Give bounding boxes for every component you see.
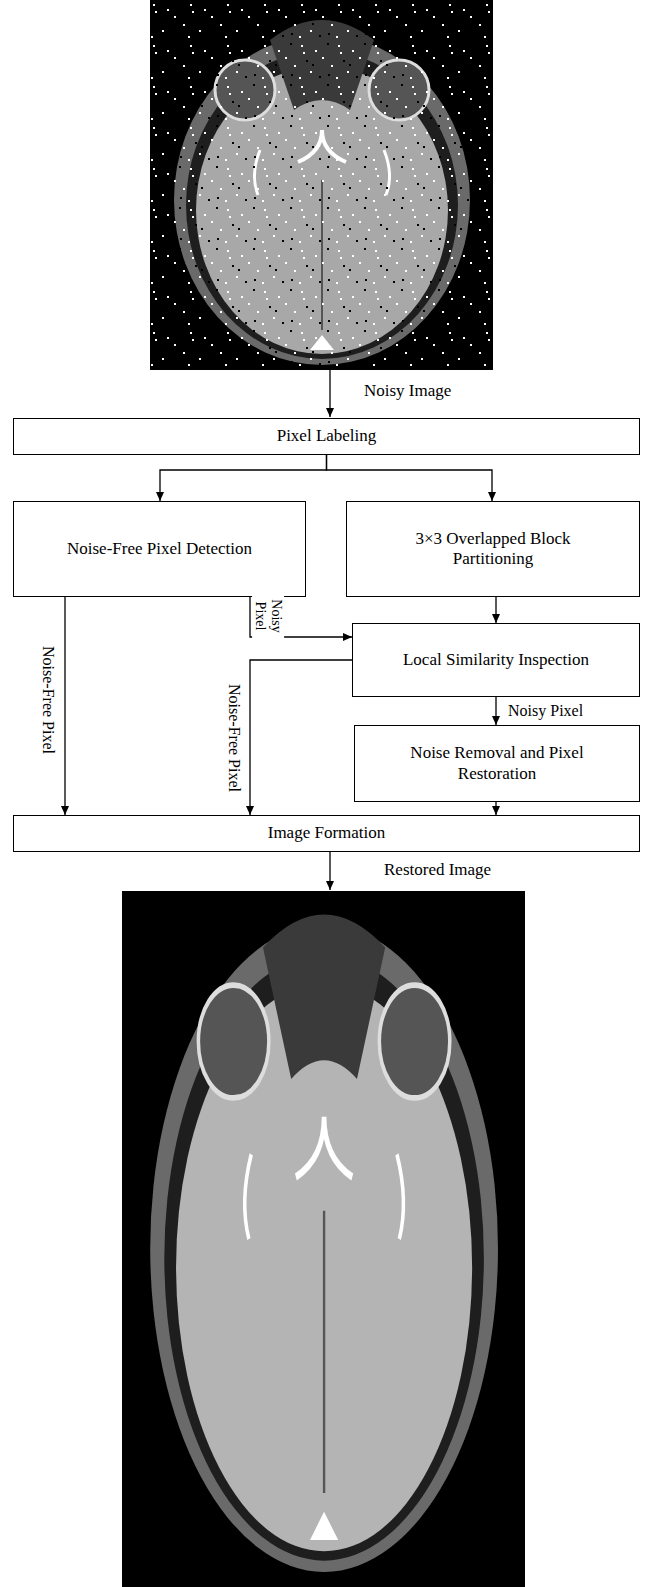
edge-label: Noisy Pixel — [506, 702, 585, 720]
edge-label: Noise-Free Pixel — [225, 682, 243, 794]
input-arrow — [329, 370, 330, 417]
connector-arrow — [495, 802, 496, 815]
box-label: Local Similarity Inspection — [403, 650, 589, 670]
box-label: 3×3 Overlapped Block Partitioning — [378, 529, 608, 570]
process-box: 3×3 Overlapped Block Partitioning — [346, 501, 640, 597]
connector-arrow — [160, 455, 327, 501]
image-label: Restored Image — [382, 860, 493, 880]
connector-arrow — [64, 597, 65, 815]
connector-arrow — [495, 697, 496, 725]
connector-arrow — [495, 597, 496, 623]
edge-label: Noise-Free Pixel — [39, 644, 57, 756]
process-box: Noise-Free Pixel Detection — [13, 501, 306, 597]
process-box: Image Formation — [13, 815, 640, 852]
process-box: Local Similarity Inspection — [352, 623, 640, 697]
restored-mri-image — [122, 891, 525, 1587]
process-box: Pixel Labeling — [13, 418, 640, 455]
edge-label: Noisy Pixel — [252, 593, 284, 639]
output-arrow — [329, 851, 330, 890]
box-label: Image Formation — [268, 823, 386, 843]
connector-arrow — [327, 455, 493, 501]
box-label: Noise-Free Pixel Detection — [67, 539, 252, 559]
noisy-mri-image — [150, 0, 493, 370]
box-label: Pixel Labeling — [277, 426, 377, 446]
process-box: Noise Removal and Pixel Restoration — [354, 725, 640, 802]
connector-arrow — [250, 660, 352, 815]
image-label: Noisy Image — [362, 381, 453, 401]
box-label: Noise Removal and Pixel Restoration — [382, 743, 612, 784]
